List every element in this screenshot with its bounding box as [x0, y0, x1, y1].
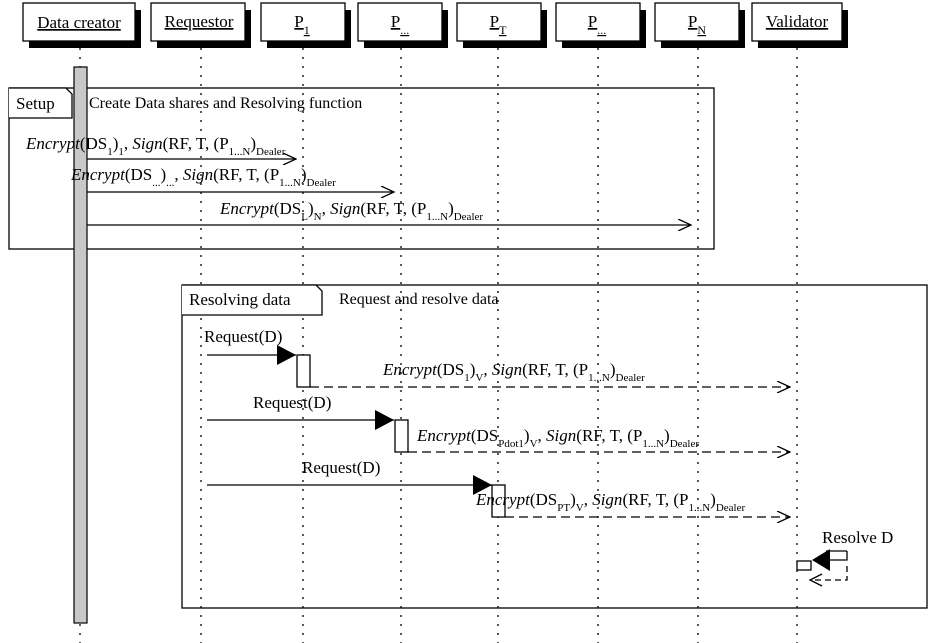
resolving-frame-description: Request and resolve data [339, 291, 499, 308]
response-label-2: Encrypt(DSPdot1)V, Sign(RF, T, (P1...N)D… [416, 426, 699, 450]
setup-message-label-p-dots: Encrypt(DS...)..., Sign(RF, T, (P1...N)D… [70, 165, 336, 189]
participant-pt: PT [456, 2, 547, 48]
response-label-1: Encrypt(DS1)V, Sign(RF, T, (P1...N)Deale… [382, 360, 645, 384]
participant-subscript: 1 [304, 23, 310, 37]
svg-text:PT: PT [490, 12, 507, 37]
resolve-return-arrowhead [808, 573, 823, 587]
request-label-pt: Request(D) [302, 458, 380, 477]
participant-p-dots-1: P... [357, 2, 448, 48]
participant-label: P [688, 12, 697, 31]
p1-activation [296, 354, 311, 388]
lifelines [79, 48, 798, 643]
request-label-p-dots: Request(D) [253, 393, 331, 412]
participant-label: P [391, 12, 400, 31]
setup-messages [87, 159, 691, 225]
p-dots-activation [394, 419, 409, 453]
validator-activation [796, 560, 812, 571]
setup-frame-description: Create Data shares and Resolving functio… [89, 95, 362, 112]
validator-resolve: Resolve D [796, 528, 893, 587]
participant-label: P [294, 12, 303, 31]
participant-p1: P1 [260, 2, 351, 48]
participant-label: Validator [766, 12, 829, 31]
setup-message-label-pn: Encrypt(DSL)N, Sign(RF, T, (P1...N)Deale… [219, 199, 483, 223]
setup-frame-tag: Setup [16, 94, 55, 113]
setup-frame: Setup Create Data shares and Resolving f… [8, 87, 715, 250]
participant-p-dots-2: P... [555, 2, 646, 48]
response-label-3: Encrypt(DSPT)V, Sign(RF, T, (P1...N)Deal… [475, 490, 745, 514]
participant-data-creator: Data creator [22, 2, 141, 48]
setup-frame-tag-box [9, 87, 73, 119]
participant-requestor: Requestor [150, 2, 251, 48]
svg-text:P...: P... [588, 12, 606, 37]
svg-text:PN: PN [688, 12, 706, 37]
request-label-p1: Request(D) [204, 327, 282, 346]
resolving-frame: Resolving data Request and resolve data [181, 284, 928, 609]
participant-pn: PN [654, 2, 745, 48]
data-creator-activation [73, 66, 88, 624]
participant-subscript: ... [400, 23, 409, 37]
pt-activation [491, 484, 506, 518]
svg-text:P1: P1 [294, 12, 309, 37]
svg-text:P...: P... [391, 12, 409, 37]
response-messages [310, 387, 790, 517]
resolving-frame-tag: Resolving data [189, 290, 291, 309]
participant-headers: Data creator Requestor P1 P... PT [22, 2, 848, 48]
resolve-call-arrowhead [812, 549, 830, 571]
participant-subscript: T [499, 23, 507, 37]
participant-validator: Validator [751, 2, 848, 48]
resolving-frame-tag-box [182, 284, 323, 316]
participant-label: Requestor [165, 12, 234, 31]
participant-label: Data creator [37, 13, 121, 32]
participant-subscript: ... [597, 23, 606, 37]
participant-label: P [588, 12, 597, 31]
resolve-return-line [812, 566, 848, 581]
participant-subscript: N [697, 23, 706, 37]
setup-message-label-p1: Encrypt(DS1)1, Sign(RF, T, (P1...N)Deale… [25, 134, 286, 158]
participant-label: P [490, 12, 499, 31]
resolve-label: Resolve D [822, 528, 893, 547]
request-messages [207, 345, 492, 495]
